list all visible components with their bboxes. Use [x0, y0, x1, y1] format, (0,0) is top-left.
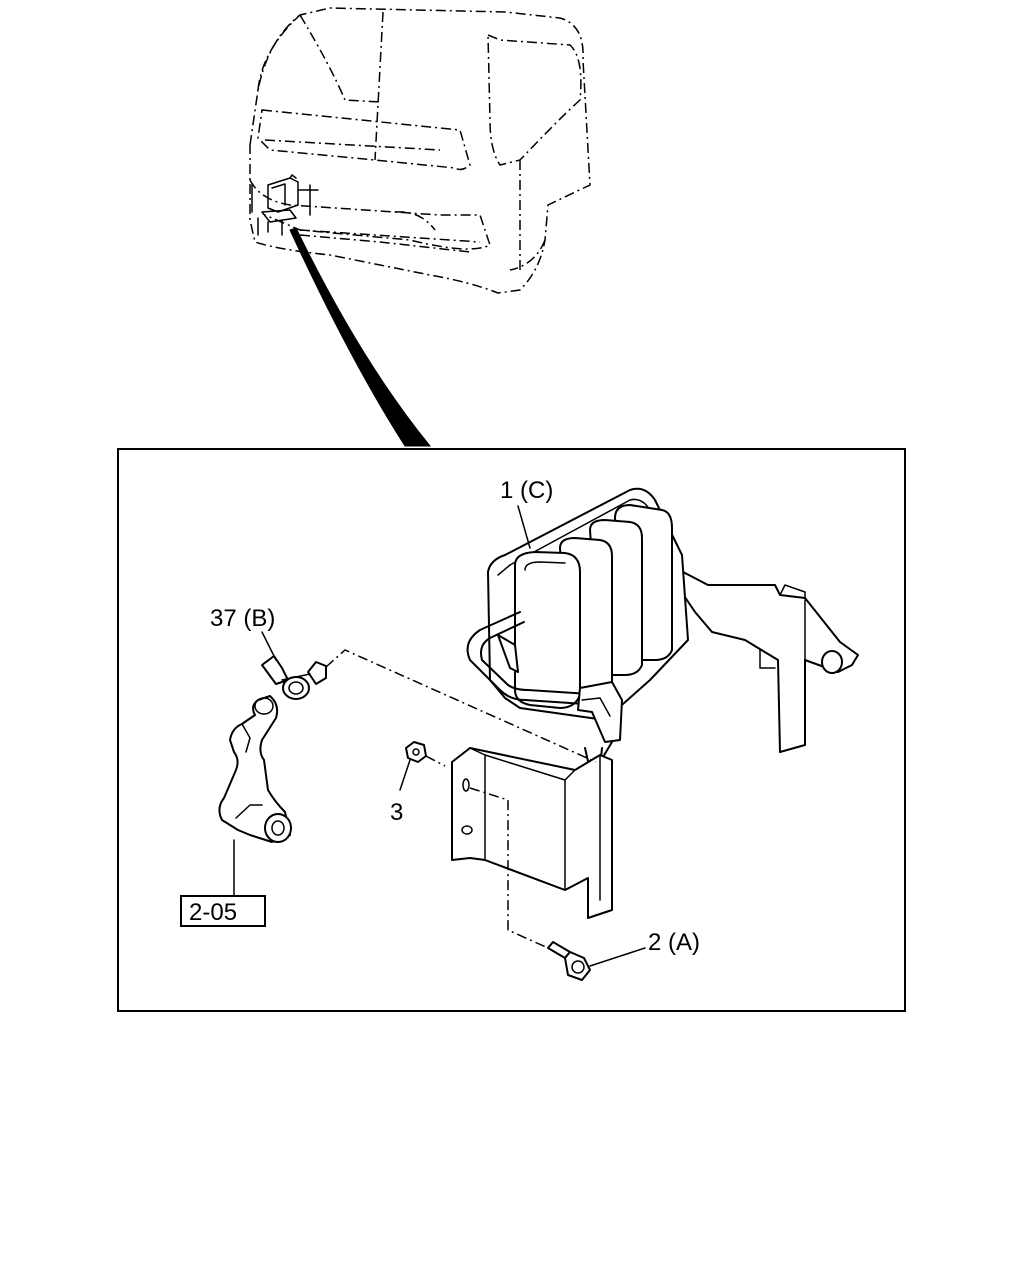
leader-lines: [233, 505, 646, 967]
nut: [405, 741, 427, 763]
hose-clamp: [261, 655, 327, 700]
reference-box-label: 2-05: [189, 899, 237, 926]
callout-part-2: 2 (A): [648, 929, 700, 956]
callout-part-3: 3: [390, 799, 403, 826]
truck-cab-overview: [249, 7, 591, 294]
callout-part-1: 1 (C): [500, 477, 553, 504]
bolt: [547, 941, 591, 981]
canister-assembly: [466, 487, 859, 779]
reference-box: 2-05: [180, 895, 266, 927]
canister-location-detail: [251, 174, 319, 236]
detail-frame: [117, 448, 906, 1012]
callout-part-37: 37 (B): [210, 605, 275, 632]
zoom-leader: [289, 227, 432, 447]
assembly-lines: [325, 649, 597, 949]
hose: [218, 695, 292, 843]
mounting-bracket: [451, 747, 613, 919]
